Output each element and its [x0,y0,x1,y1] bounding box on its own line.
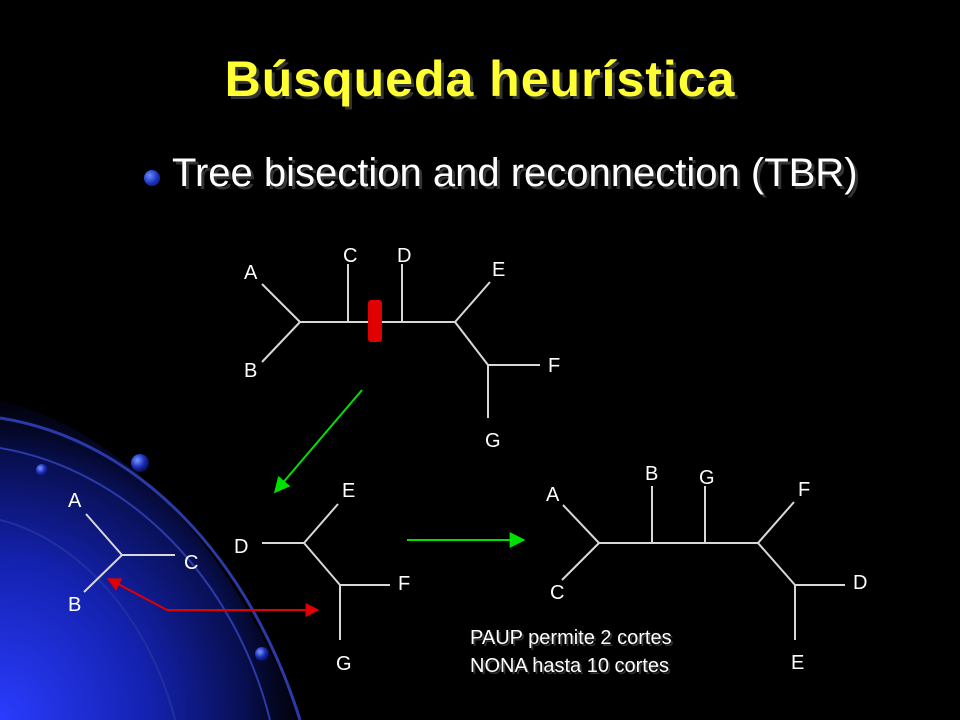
tree-top-leaf-b: B [244,360,257,382]
tree-right-leaf-d: D [853,572,867,594]
tree-right-branch-c [561,542,600,581]
cut-limits-note: PAUP permite 2 cortes NONA hasta 10 cort… [470,624,672,680]
tree-right-leaf-e: E [791,652,804,674]
tree-right-branch-de [757,542,796,586]
tree-mid-branch-fg [303,542,341,586]
tree-top-leaf-g: G [485,430,501,452]
tree-right-branch-a [562,504,600,544]
tree-right-leaf-a: A [546,484,560,506]
tree-left-branch-a [85,513,123,556]
tree-left-leaf-a: A [68,490,82,512]
orbit-arc-1 [0,416,302,720]
tree-top-branch-a [261,283,301,323]
tree-right-leaf-f: F [798,479,810,501]
cut-marker [368,300,382,342]
tree-left-leaf-b: B [68,594,81,616]
tree-top-leaf-c: C [343,245,357,267]
tree-top-branch-e [454,281,491,323]
tree-top-branch-fg [454,321,489,366]
bullet-icon [144,170,160,186]
tree-right-leaf-b: B [645,463,658,485]
orbit-dot-3 [255,647,269,661]
tree-mid-leaf-e: E [342,480,355,502]
note-line-paup: PAUP permite 2 cortes [470,627,672,649]
tree-top-branch-b [261,321,301,363]
tree-left-branch-b [83,554,123,593]
tree-right-leaf-g: G [699,467,715,489]
orbit-dot-2 [36,464,48,476]
orbit-dot-1 [131,454,149,472]
tree-mid-leaf-d: D [234,536,248,558]
tree-top-leaf-a: A [244,262,258,284]
blue-wedge [0,400,300,720]
tree-mid-leaf-f: F [398,573,410,595]
tree-right [561,486,845,640]
tree-mid [262,503,390,640]
orbit-arc-2 [0,447,271,720]
green-arrow-down [273,389,363,494]
red-reconnect-arrow [106,578,320,617]
tree-top-leaf-f: F [548,355,560,377]
bullet-text: Tree bisection and reconnection (TBR) [172,151,858,195]
tree-right-leaf-c: C [550,582,564,604]
tree-mid-branch-e [303,503,339,544]
tree-left-leaf-c: C [184,552,198,574]
tree-right-branch-f [757,501,795,544]
tree-top-leaf-e: E [492,259,505,281]
slide-title: Búsqueda heurística [224,51,736,107]
tree-left [83,513,175,593]
tree-mid-leaf-g: G [336,653,352,675]
note-line-nona: NONA hasta 10 cortes [470,655,669,677]
tree-top-leaf-d: D [397,245,411,267]
tree-top [261,264,540,418]
